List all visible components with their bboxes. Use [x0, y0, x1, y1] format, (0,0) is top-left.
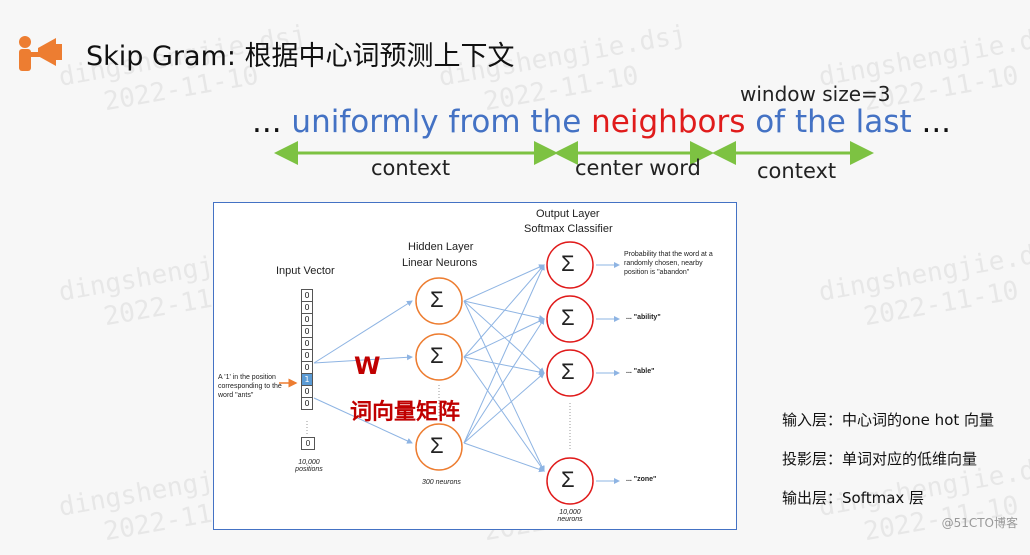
output-word-zone: ... "zone" [626, 476, 657, 483]
watermark: dingshengjie.dsj 2022-11-10 [816, 234, 1030, 333]
context-left-label: context [371, 156, 451, 180]
network-connections [279, 241, 620, 505]
megaphone-person-icon [19, 36, 62, 71]
input-cell: 0 [301, 437, 315, 450]
span-arrows [274, 141, 874, 165]
input-count: 10,000 positions [295, 459, 323, 473]
hidden-layer-subtitle: Linear Neurons [402, 257, 478, 269]
hidden-neuron [415, 423, 463, 471]
hidden-layer-title: Hidden Layer [408, 241, 474, 253]
sigma-symbol: Σ [430, 287, 444, 312]
output-layer-title: Output Layer [536, 208, 600, 220]
center-word-label: center word [575, 156, 701, 180]
sigma-symbol: Σ [430, 343, 444, 368]
output-neuron [546, 457, 594, 505]
output-neuron [546, 241, 594, 289]
input-cell: 0 [301, 397, 313, 410]
output-word-ability: ... "ability" [626, 314, 661, 321]
context-right-label: context [757, 159, 837, 183]
hidden-neuron [415, 333, 463, 381]
output-neuron [546, 349, 594, 397]
example-sentence: ... uniformly from the neighbors of the … [252, 104, 951, 140]
sigma-symbol: Σ [430, 433, 444, 458]
skip-gram-network-diagram: Σ Σ Σ Σ Σ Σ Σ Input Vector Hidden Layer … [213, 202, 737, 530]
sigma-symbol: Σ [561, 359, 575, 384]
hidden-neuron [415, 277, 463, 325]
note-projection-layer: 投影层：单词对应的低维向量 [782, 450, 978, 468]
note-output-layer: 输出层：Softmax 层 [782, 489, 925, 507]
output-count: 10,000 neurons [557, 509, 583, 523]
w-matrix-label: W [354, 352, 381, 380]
output-layer-subtitle: Softmax Classifier [524, 223, 613, 235]
page-title: Skip Gram: 根据中心词预测上下文 [86, 41, 515, 72]
center-word: neighbors [591, 104, 746, 140]
ellipsis-right: ... [921, 104, 952, 140]
sigma-symbol: Σ [561, 467, 575, 492]
output-neuron [546, 295, 594, 343]
ellipsis-left: ... [252, 104, 282, 140]
sigma-symbol: Σ [561, 251, 575, 276]
input-vector: 0 0 0 0 0 0 0 1 0 0 [301, 289, 313, 410]
hidden-count: 300 neurons [422, 479, 461, 486]
sigma-symbol: Σ [561, 305, 575, 330]
word-vector-matrix-label: 词向量矩阵 [350, 400, 461, 425]
context-right-words: of the last [755, 104, 912, 140]
note-input-layer: 输入层：中心词的one hot 向量 [782, 411, 995, 429]
output-word-able: ... "able" [626, 368, 655, 375]
input-layer-title: Input Vector [276, 265, 335, 277]
window-size-label: window size=3 [740, 82, 891, 106]
context-left-words: uniformly from the [291, 104, 582, 140]
output-prob-note: Probability that the word at a randomly … [624, 251, 713, 276]
input-note: A '1' in the position corresponding to t… [218, 374, 282, 399]
footer-credit: @51CTO博客 [941, 516, 1018, 530]
